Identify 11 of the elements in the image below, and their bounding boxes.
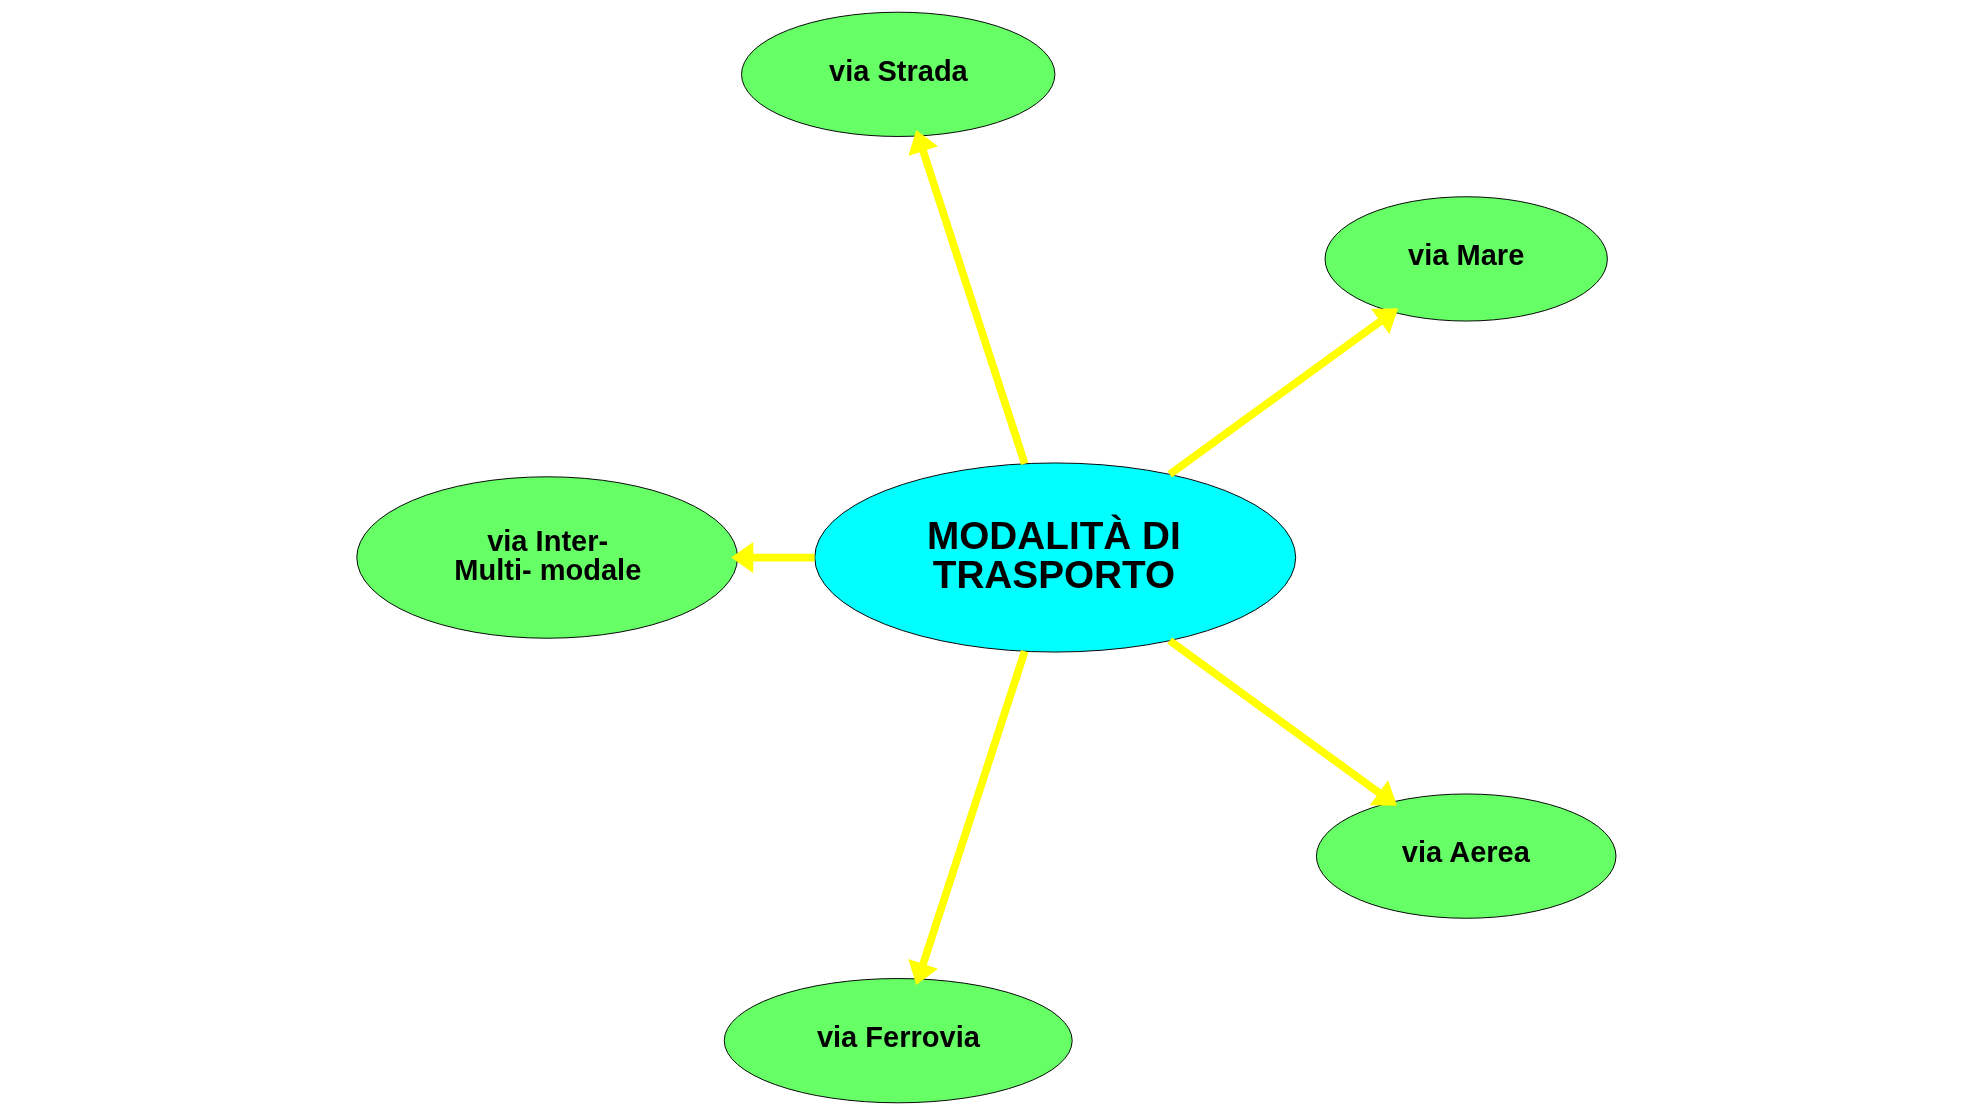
node-ellipse: via Strada	[740, 11, 1055, 137]
arrow	[907, 129, 1028, 465]
node-ellipse: via Mare	[1324, 196, 1608, 322]
node-ellipse: MODALITÀ DI TRASPORTO	[813, 462, 1296, 653]
node-ellipse: via Aerea	[1315, 793, 1616, 919]
arrow	[1166, 637, 1397, 806]
arrow	[907, 650, 1028, 986]
arrow	[1166, 308, 1398, 478]
arrow	[730, 541, 815, 574]
node-ellipse: via Inter- Multi- modale	[355, 476, 738, 639]
node-ellipse: via Ferrovia	[723, 978, 1073, 1104]
